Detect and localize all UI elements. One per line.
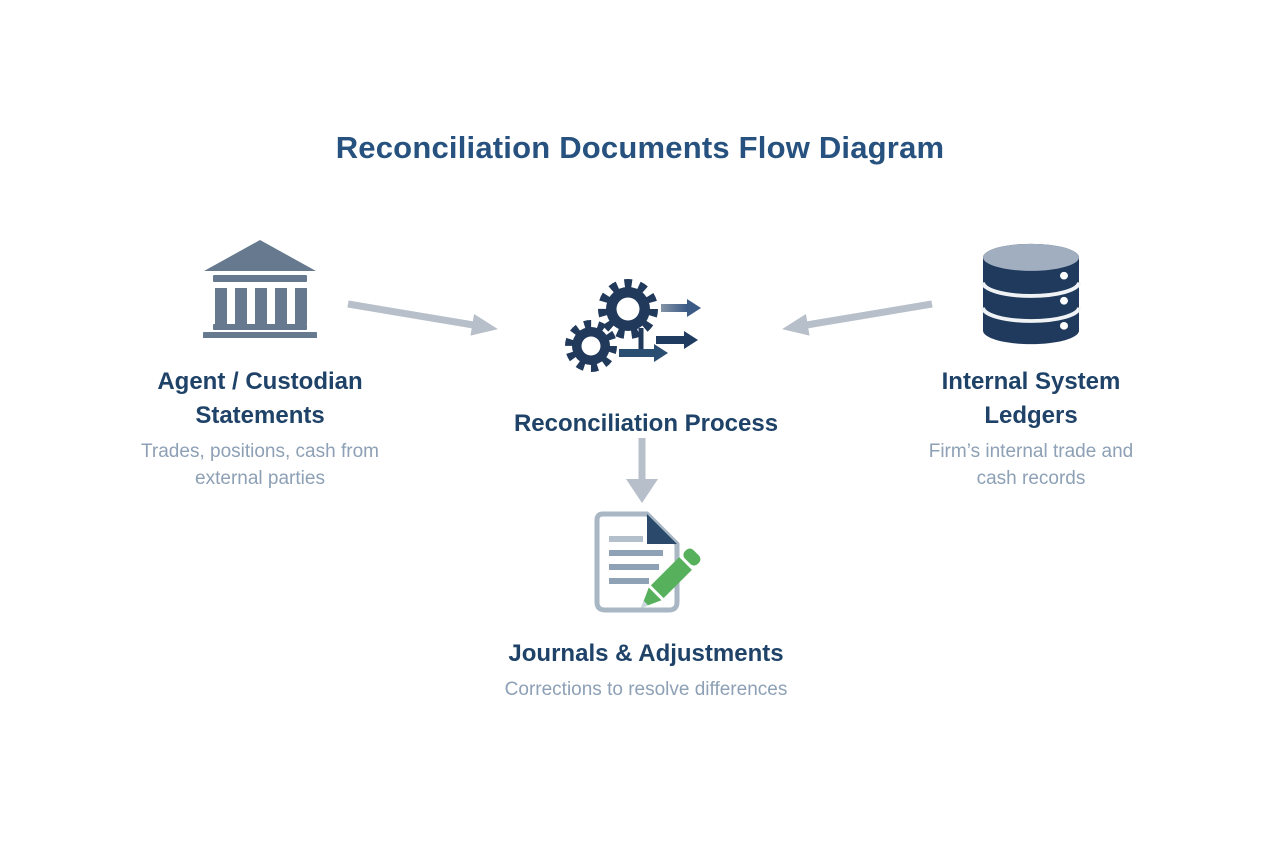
node-label-process: Reconciliation Process [513,410,779,437]
diagram-title: Reconciliation Documents Flow Diagram [335,130,945,165]
node-label-agent: Agent / Custodian Statements [157,368,363,429]
node-sublabel-journals: Corrections to resolve differences [504,679,788,700]
node-label-ledgers: Internal System Ledgers [941,368,1121,429]
database-icon [979,240,1083,353]
node-reconciliation-process: Reconciliation Process [446,278,846,441]
node-label-journals: Journals & Adjustments [508,640,784,667]
node-internal-system-ledgers: Internal System Ledgers Firm’s internal … [911,240,1151,492]
node-sublabel-agent: Trades, positions, cash from external pa… [141,441,379,489]
arrow-process-to-journals [622,438,662,504]
bank-icon [200,240,320,343]
node-agent-custodian: Agent / Custodian Statements Trades, pos… [110,240,410,492]
document-pencil-icon [583,508,709,619]
node-sublabel-ledgers: Firm’s internal trade and cash records [928,441,1134,489]
node-journals-adjustments: Journals & Adjustments Corrections to re… [446,508,846,703]
gears-icon [561,278,703,383]
arrow-agent-to-process [340,294,510,342]
arrow-ledgers-to-process [770,294,940,342]
